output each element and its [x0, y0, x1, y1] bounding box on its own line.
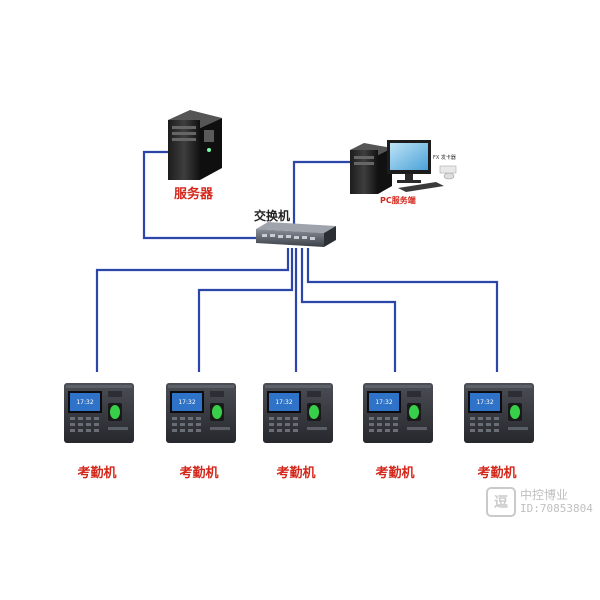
attendance-devices: 17:32 17:32 17:32 17:32 17:32: [64, 383, 534, 443]
watermark-id: ID:70853804: [520, 502, 593, 515]
attendance-label-4: 考勤机: [375, 466, 415, 481]
device-screen: [70, 393, 100, 411]
switch-icon: [256, 222, 336, 247]
server-icon: [168, 110, 222, 180]
link-server: [142, 150, 258, 240]
link-device-5: [306, 248, 499, 372]
pc-icon: [350, 140, 457, 194]
device-screen: [369, 393, 399, 411]
attendance-terminal-3: 17:32: [263, 383, 333, 443]
device-clock: 17:32: [76, 399, 93, 406]
attendance-terminal-1: 17:32: [64, 383, 134, 443]
device-clock: 17:32: [275, 399, 292, 406]
fingerprint-sensor: [409, 405, 419, 419]
watermark-logo-icon: 逗: [486, 487, 516, 517]
attendance-terminal-4: 17:32: [363, 383, 433, 443]
device-clock: 17:32: [375, 399, 392, 406]
link-pc: [292, 160, 358, 226]
server-label: 服务器: [174, 187, 214, 202]
device-clock: 17:32: [178, 399, 195, 406]
attendance-label-2: 考勤机: [179, 466, 219, 481]
device-screen: [172, 393, 202, 411]
device-screen: [470, 393, 500, 411]
fingerprint-sensor: [110, 405, 120, 419]
link-device-2: [197, 248, 294, 372]
connection-lines: [95, 150, 499, 372]
attendance-terminal-2: 17:32: [166, 383, 236, 443]
attendance-label-3: 考勤机: [276, 466, 316, 481]
device-screen: [269, 393, 299, 411]
link-device-4: [300, 248, 397, 372]
card-issuer-label: FX 发卡器: [433, 155, 456, 161]
fingerprint-sensor: [309, 405, 319, 419]
device-clock: 17:32: [476, 399, 493, 406]
link-device-1: [95, 248, 290, 372]
fingerprint-sensor: [212, 405, 222, 419]
attendance-label-1: 考勤机: [77, 466, 117, 481]
attendance-label-5: 考勤机: [477, 466, 517, 481]
watermark: 逗 中控博业 ID:70853804: [486, 487, 593, 517]
fingerprint-sensor: [510, 405, 520, 419]
switch-label: 交换机: [254, 209, 291, 223]
pc-label: PC服务端: [380, 196, 416, 205]
watermark-name: 中控博业: [520, 488, 569, 502]
attendance-terminal-5: 17:32: [464, 383, 534, 443]
